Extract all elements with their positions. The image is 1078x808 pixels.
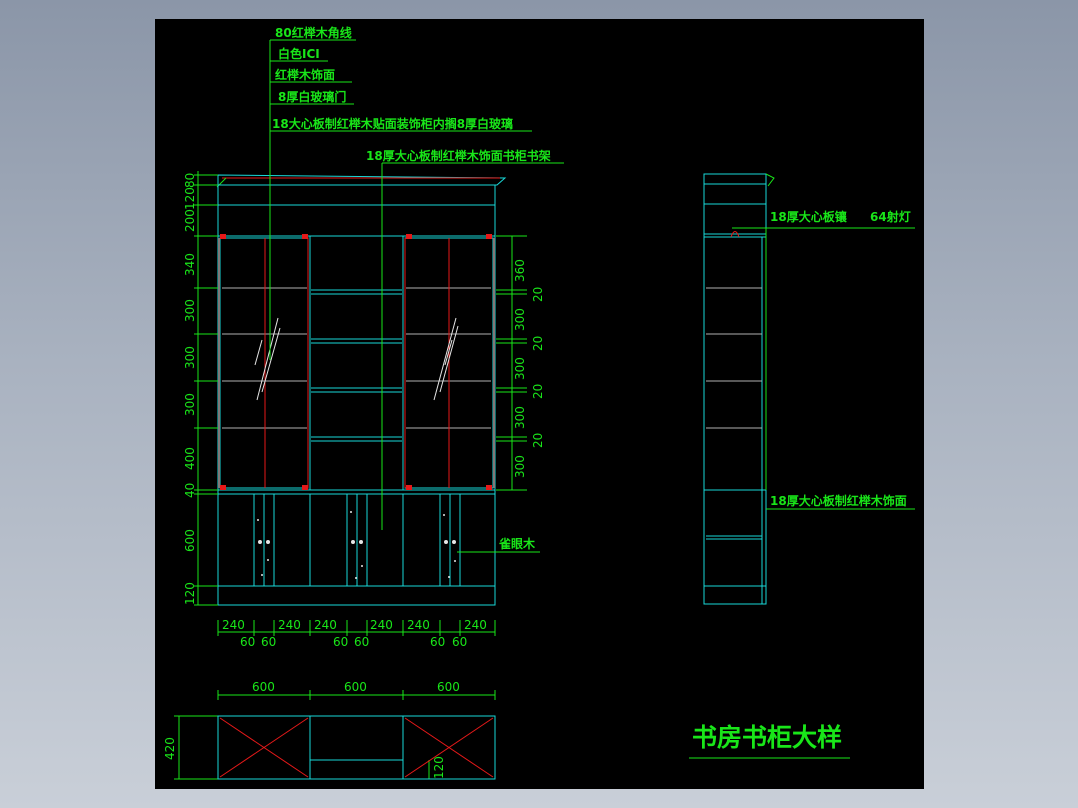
left-door-frame	[219, 237, 309, 489]
dim-label: 600	[183, 529, 197, 552]
dim-label: 120	[183, 582, 197, 605]
plan-inner: 120	[432, 756, 446, 779]
dim-label: 60	[354, 635, 369, 649]
dim-label: 60	[430, 635, 445, 649]
dim-label: 60	[261, 635, 276, 649]
side-leaders	[732, 227, 915, 510]
dim-label: 300	[183, 393, 197, 416]
bottom-dim-labels-bottom: 60 60 60 60 60 60	[240, 635, 467, 649]
front-elevation	[216, 174, 507, 606]
dim-label: 80	[183, 173, 197, 188]
note-birdseye: 雀眼木	[498, 536, 536, 551]
dim-label: 40	[183, 483, 197, 498]
side-labels: 18厚大心板镶 64射灯 18厚大心板制红榉木饰面	[770, 209, 911, 508]
side-section	[703, 173, 775, 605]
note-glass-door: 8厚白玻璃门	[278, 89, 346, 104]
dim-label: 20	[531, 287, 545, 302]
right-dim-labels: 360 20 300 20 300 20 300 20 300	[513, 259, 545, 478]
dim-label: 300	[513, 357, 527, 380]
cad-viewport[interactable]: 80 120 200 340 300 300 300 400 40 600 12…	[155, 19, 924, 789]
plan-width-2: 600	[344, 680, 367, 694]
drawing-title: 书房书柜大样	[692, 723, 842, 752]
note-cornice: 80红榉木角线	[275, 25, 352, 40]
dim-label: 200	[183, 209, 197, 232]
dim-label: 300	[183, 299, 197, 322]
cornice-outline	[217, 174, 507, 186]
plan-depth: 420	[163, 737, 177, 760]
leader-lines	[269, 39, 564, 553]
dim-label: 20	[531, 384, 545, 399]
dim-label: 240	[407, 618, 430, 632]
hinge-marks	[220, 234, 492, 490]
dim-label: 20	[531, 433, 545, 448]
dim-label: 300	[513, 308, 527, 331]
note-paint: 白色ICI	[278, 46, 320, 61]
note-bookshelf: 18厚大心板制红榉木饰面书柜书架	[366, 148, 551, 163]
dim-label: 60	[333, 635, 348, 649]
plan-view	[217, 715, 496, 780]
hidden-lines	[218, 238, 495, 488]
right-dim-lines	[496, 235, 527, 491]
glass-shelves	[222, 287, 491, 429]
bottom-dim-labels-top: 240 240 240 240 240 240	[222, 618, 487, 632]
note-veneer: 红榉木饰面	[275, 67, 335, 82]
glass-reflection	[254, 317, 459, 401]
dim-label: 240	[464, 618, 487, 632]
dim-label: 300	[183, 346, 197, 369]
dim-label: 60	[452, 635, 467, 649]
note-labels: 80红榉木角线 白色ICI 红榉木饰面 8厚白玻璃门 18大心板制红榉木贴面装饰…	[272, 25, 551, 551]
plan-dims	[174, 690, 496, 780]
plan-width-1: 600	[252, 680, 275, 694]
lower-door-panels	[253, 493, 461, 587]
door-knobs	[257, 511, 456, 579]
dim-label: 400	[183, 447, 197, 470]
left-dim-lines	[194, 171, 218, 606]
dim-label: 340	[183, 253, 197, 276]
dim-label: 240	[370, 618, 393, 632]
dim-label: 300	[513, 455, 527, 478]
note-display-cabinet: 18大心板制红榉木贴面装饰柜内搁8厚白玻璃	[272, 116, 513, 131]
dim-label: 360	[513, 259, 527, 282]
side-note-bottom: 18厚大心板制红榉木饰面	[770, 493, 907, 508]
dim-label: 60	[240, 635, 255, 649]
dim-label: 20	[531, 336, 545, 351]
cad-drawing: 80 120 200 340 300 300 300 400 40 600 12…	[163, 25, 915, 780]
dim-label: 240	[314, 618, 337, 632]
plan-labels: 600 600 600 420 120	[163, 680, 460, 779]
dim-label: 300	[513, 406, 527, 429]
left-dim-labels: 80 120 200 340 300 300 300 400 40 600 12…	[183, 173, 197, 605]
side-note-light: 64射灯	[870, 209, 911, 224]
plan-width-3: 600	[437, 680, 460, 694]
side-note-top: 18厚大心板镶	[770, 209, 848, 224]
plan-outline	[217, 715, 496, 780]
dim-label: 240	[278, 618, 301, 632]
book-shelves	[311, 289, 402, 442]
dim-label: 240	[222, 618, 245, 632]
cabinet-body	[217, 184, 496, 606]
bottom-dim-lines	[217, 620, 496, 636]
dim-label: 120	[183, 187, 197, 210]
